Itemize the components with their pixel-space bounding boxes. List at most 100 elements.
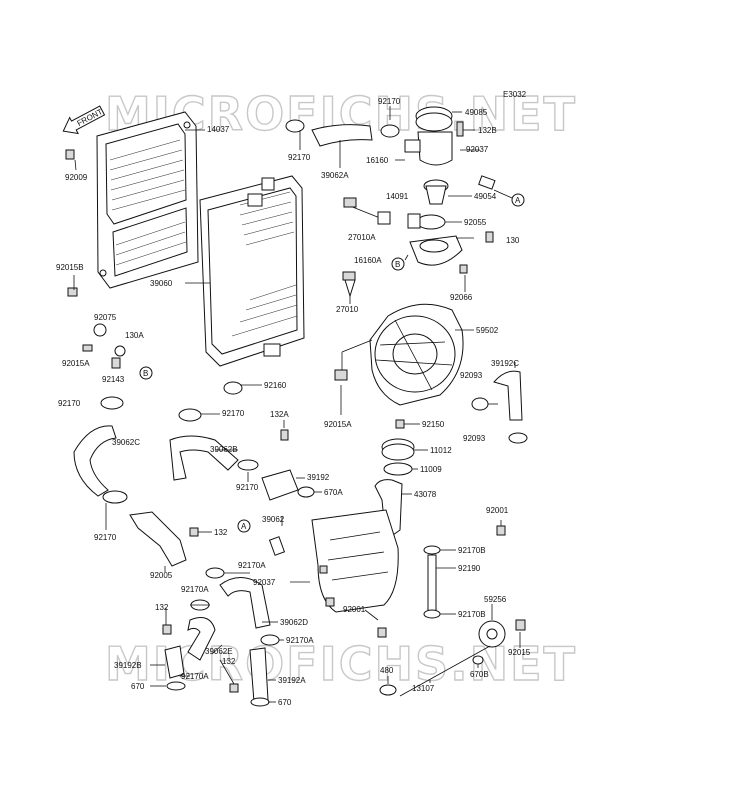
label-132-a: 132 (214, 528, 228, 537)
label-13107: 13107 (412, 684, 435, 693)
label-27010a: 27010A (348, 233, 376, 242)
label-92170-mid: 92170 (222, 409, 245, 418)
hose-92190 (427, 554, 437, 616)
label-670a: 670A (324, 488, 343, 497)
callout-b-2: B (139, 366, 153, 380)
seal-480 (379, 684, 397, 696)
o-ring-670a (297, 486, 315, 498)
filler-neck (417, 131, 453, 166)
label-132b: 132B (478, 126, 497, 135)
o-ring-670-b (250, 697, 270, 707)
label-92037-top: 92037 (466, 145, 489, 154)
o-ring-670-a (166, 681, 186, 691)
label-59256: 59256 (484, 595, 507, 604)
clip-92015b (67, 287, 78, 297)
shaft-13107 (399, 645, 491, 697)
pipe-39192a (249, 647, 269, 703)
bolt-132-a (189, 527, 199, 537)
clamp-92170b-b (423, 609, 441, 619)
bolt-92143 (111, 357, 121, 369)
label-43078: 43078 (414, 490, 437, 499)
label-92015a-b: 92015A (324, 420, 352, 429)
label-16160: 16160 (366, 156, 389, 165)
callout-b-2-label: B (143, 369, 148, 378)
clamp-92170b-a (423, 545, 441, 555)
label-132-b: 132 (155, 603, 169, 612)
label-92143: 92143 (102, 375, 125, 384)
label-480: 480 (380, 666, 394, 675)
front-arrow-icon: FRONT (62, 105, 106, 135)
label-92170b-b: 92170B (458, 610, 486, 619)
label-39192c: 39192C (491, 359, 519, 368)
clamp-92170-top2 (380, 124, 400, 138)
clamp-92170-low (102, 490, 128, 504)
elbow-39192c (493, 370, 523, 421)
label-39060: 39060 (150, 279, 173, 288)
label-39192b: 39192B (114, 661, 142, 670)
label-16160a: 16160A (354, 256, 382, 265)
label-49085: 49085 (465, 108, 488, 117)
label-92170-left: 92170 (58, 399, 81, 408)
label-92075: 92075 (94, 313, 117, 322)
radiator-screen (96, 111, 199, 289)
sensor-27010a (343, 197, 391, 225)
callout-a-1-label: A (515, 196, 521, 205)
label-92015b: 92015B (56, 263, 84, 272)
label-39062c: 39062C (112, 438, 140, 447)
label-92170a-b: 92170A (181, 585, 209, 594)
grommet-92075 (93, 323, 107, 337)
label-92093-b: 92093 (463, 434, 486, 443)
label-39062d: 39062D (280, 618, 308, 627)
hose-39062d (219, 577, 271, 629)
label-39062: 39062 (262, 515, 285, 524)
label-39192: 39192 (307, 473, 330, 482)
bolt-130 (485, 231, 494, 243)
impeller-59256 (478, 620, 506, 648)
label-92170-top2: 92170 (378, 97, 401, 106)
label-670-b: 670 (278, 698, 292, 707)
nut-92015 (515, 619, 526, 631)
hose-39062e (187, 617, 216, 661)
label-92170-top: 92170 (288, 153, 311, 162)
label-92001-a: 92001 (486, 506, 509, 515)
label-92170a-a: 92170A (238, 561, 266, 570)
bracket-92015a (82, 344, 93, 352)
callout-a-2: A (237, 519, 251, 533)
callout-a-2-label: A (241, 522, 247, 531)
label-92009: 92009 (65, 173, 88, 182)
leader-lines (73, 106, 521, 703)
bolt-132-c (229, 683, 239, 693)
label-11009: 11009 (420, 465, 442, 474)
label-39062a: 39062A (321, 171, 349, 180)
label-92170-low: 92170 (94, 533, 117, 542)
label-92015a: 92015A (62, 359, 90, 368)
label-92015: 92015 (508, 648, 531, 657)
reservoir-tank (311, 479, 403, 613)
grommet-92160 (223, 381, 243, 395)
diagram-code: E3032 (503, 90, 527, 99)
label-14091: 14091 (386, 192, 409, 201)
pipe-92005 (129, 511, 187, 567)
label-27010: 27010 (336, 305, 359, 314)
clamp-92093-a (471, 397, 489, 411)
spacer-92037 (478, 175, 496, 190)
label-670-a: 670 (131, 682, 145, 691)
clamp-92170-top (285, 119, 305, 133)
hose-39062a (311, 124, 373, 147)
bolt-92001-a (496, 525, 506, 536)
label-92037-low: 92037 (253, 578, 276, 587)
o-ring-92055 (416, 214, 446, 230)
clamp-92170a-a (205, 567, 225, 579)
bolt-92001-b (377, 627, 387, 638)
clamp-92170a-c (260, 634, 280, 646)
label-92160: 92160 (264, 381, 287, 390)
callout-b-1: B (391, 257, 405, 271)
switch-27010 (342, 271, 356, 298)
label-92093-a: 92093 (460, 371, 483, 380)
label-92001-b: 92001 (343, 605, 366, 614)
label-132a: 132A (270, 410, 289, 419)
clamp-92170-mid2 (237, 459, 259, 471)
label-92170-mid2: 92170 (236, 483, 259, 492)
label-92150: 92150 (422, 420, 445, 429)
